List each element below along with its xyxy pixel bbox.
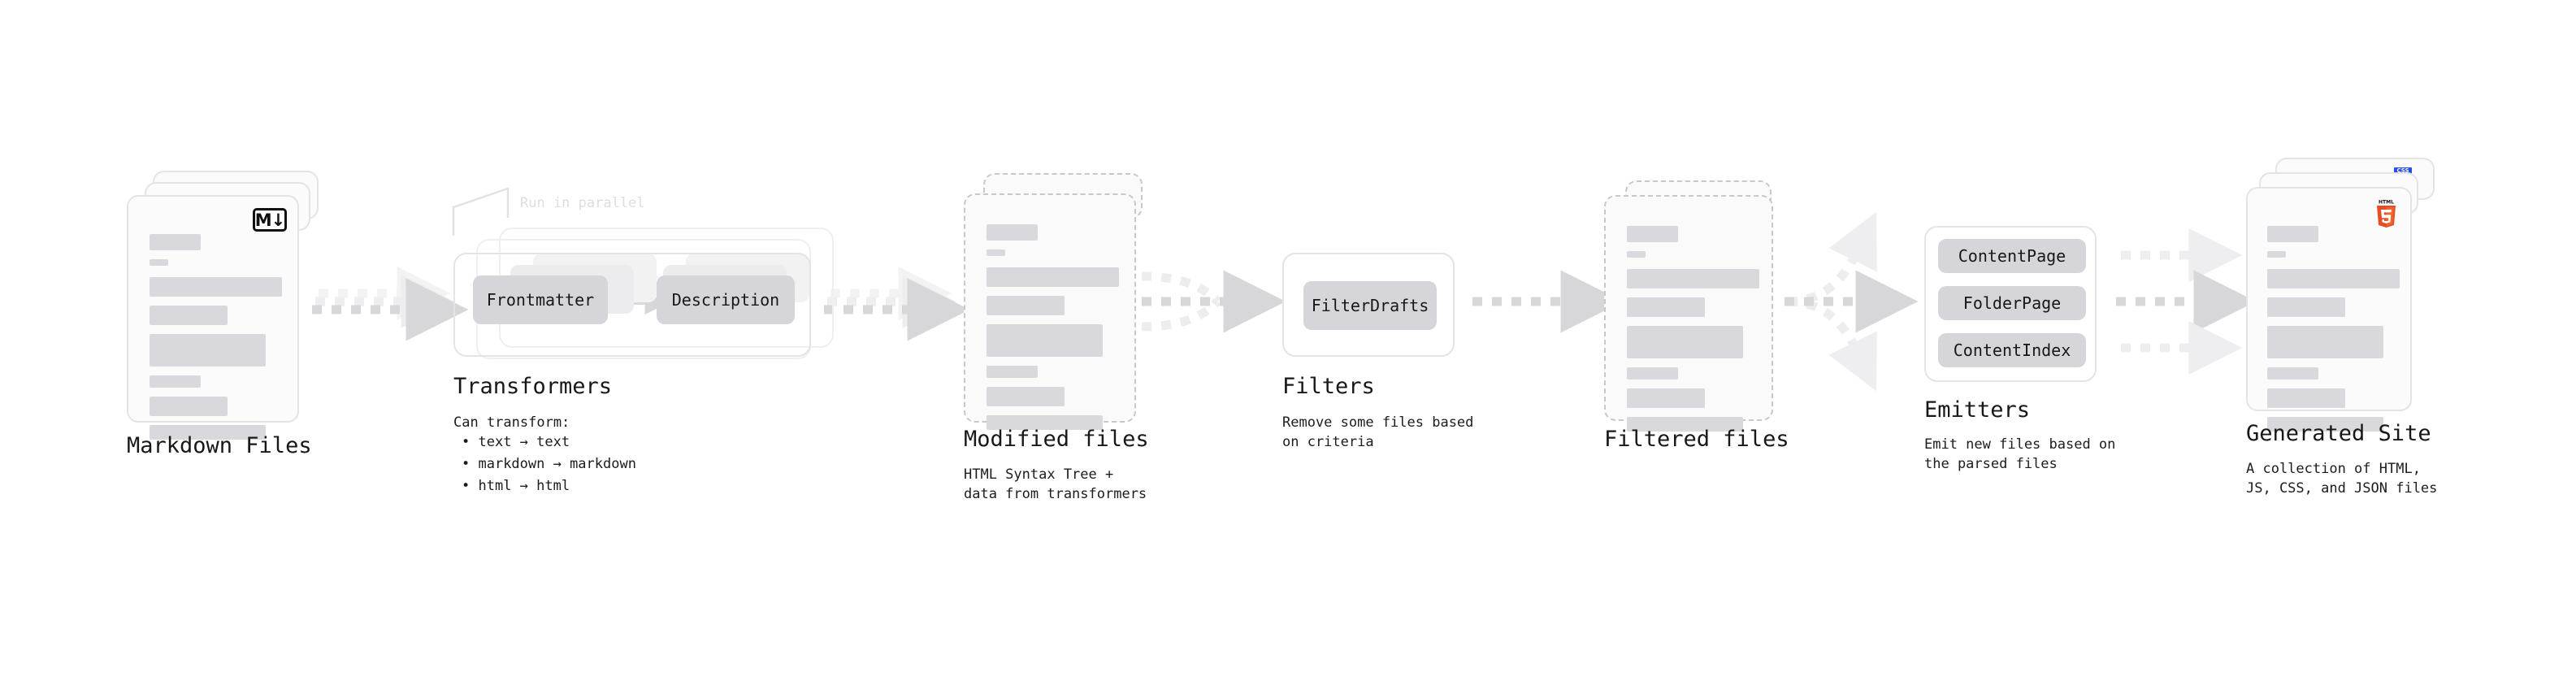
content-line: [2267, 367, 2318, 380]
transformer-bullet: • text → text: [462, 434, 570, 450]
stage-subtitle-modified-files: HTML Syntax Tree + data from transformer…: [964, 466, 1147, 502]
emitter-pill-label: ContentPage: [1958, 246, 2066, 266]
document-card-front: HTML: [2246, 187, 2412, 432]
content-line: [1627, 367, 1678, 380]
content-line: [150, 306, 228, 325]
stage-title-modified-files: Modified files: [964, 427, 1149, 452]
stage-title-markdown-files: Markdown Files: [127, 433, 312, 458]
content-line: [1627, 251, 1646, 258]
run-in-parallel-brace: [452, 187, 510, 236]
transformer-pill-frontmatter[interactable]: Frontmatter: [473, 275, 608, 324]
connector-transformers-to-modified: [824, 267, 970, 341]
transformer-pill-label: Description: [671, 290, 780, 310]
content-line: [2267, 297, 2345, 317]
svg-text:HTML: HTML: [2379, 199, 2394, 205]
stage-subtitle-transformers: Can transform:: [453, 414, 570, 431]
stage-title-filtered-files: Filtered files: [1604, 427, 1789, 452]
content-line: [2267, 269, 2400, 288]
emitter-pill-label: ContentIndex: [1953, 340, 2071, 360]
filter-pill-label: FilterDrafts: [1311, 296, 1429, 315]
document-card-front: [964, 193, 1136, 430]
document-content-lines: [1627, 226, 1759, 440]
content-line: [1627, 326, 1743, 358]
content-line: [1627, 269, 1759, 288]
stage-subtitle-emitters: Emit new files based on the parsed files: [1924, 436, 2116, 472]
content-line: [1627, 388, 1705, 408]
filters-group: FilterDrafts: [1282, 253, 1455, 357]
emitter-pill-label: FolderPage: [1962, 293, 2062, 313]
content-line: [1627, 226, 1678, 242]
transformer-bullet: • markdown → markdown: [462, 456, 636, 472]
emitter-pill-contentindex[interactable]: ContentIndex: [1938, 333, 2086, 367]
css-icon-label: CSS: [2396, 167, 2409, 174]
emitter-pill-contentpage[interactable]: ContentPage: [1938, 239, 2086, 273]
content-line: [987, 366, 1038, 378]
document-content-lines: [2267, 226, 2400, 440]
content-line: [987, 267, 1119, 287]
content-line: [987, 249, 1005, 256]
transformer-pill-label: Frontmatter: [486, 290, 595, 310]
content-line: [150, 375, 201, 388]
transformer-bullet-label: text → text: [478, 434, 570, 450]
content-line: [150, 259, 168, 266]
content-line: [1627, 297, 1705, 317]
emitter-pill-folderpage[interactable]: FolderPage: [1938, 286, 2086, 320]
transformer-bullet-label: html → html: [478, 478, 570, 494]
run-in-parallel-label: Run in parallel: [520, 195, 645, 211]
content-line: [2267, 251, 2286, 258]
connector-emitters-to-generated: [2116, 228, 2257, 375]
content-line: [2267, 226, 2318, 242]
html5-icon: HTML: [2377, 199, 2396, 228]
content-line: [1627, 417, 1743, 432]
filter-pill-filterdrafts[interactable]: FilterDrafts: [1303, 281, 1437, 330]
content-line: [150, 334, 266, 367]
content-line: [2267, 388, 2345, 408]
document-card-front: [1604, 195, 1773, 432]
stage-title-transformers: Transformers: [453, 374, 613, 399]
emitters-group: ContentPage FolderPage ContentIndex: [1924, 226, 2097, 382]
connector-modified-to-filters: [1141, 270, 1286, 333]
document-content-lines: [150, 234, 282, 449]
stage-subtitle-filters: Remove some files based on criteria: [1282, 414, 1474, 450]
content-line: [150, 234, 201, 250]
markdown-icon-letter: M: [254, 210, 272, 230]
document-content-lines: [987, 224, 1119, 439]
content-line: [987, 296, 1065, 315]
css-icon: CSS: [2394, 167, 2412, 175]
transformer-bullet-label: markdown → markdown: [478, 456, 636, 472]
content-line: [987, 224, 1038, 241]
content-line: [2267, 417, 2383, 432]
document-card-front: M↓: [127, 195, 299, 440]
content-line: [987, 415, 1103, 430]
markdown-icon-arrow: ↓: [271, 210, 286, 230]
content-line: [987, 387, 1065, 406]
stage-title-generated-site: Generated Site: [2246, 421, 2431, 446]
stage-subtitle-generated-site: A collection of HTML, JS, CSS, and JSON …: [2246, 461, 2438, 497]
content-line: [2267, 326, 2383, 358]
content-line: [987, 324, 1103, 357]
transformer-pill-description[interactable]: Description: [657, 275, 795, 324]
stage-title-filters: Filters: [1282, 374, 1375, 399]
content-line: [150, 277, 282, 297]
transformer-group-front: Frontmatter Description: [453, 253, 811, 357]
connector-filtered-to-emitters: [1785, 211, 1919, 392]
stage-title-emitters: Emitters: [1924, 397, 2031, 423]
transformer-bullet: • html → html: [462, 478, 570, 494]
content-line: [150, 425, 266, 440]
markdown-icon: M↓: [253, 208, 287, 232]
connector-markdown-to-transformers: [312, 267, 469, 341]
content-line: [150, 397, 228, 416]
